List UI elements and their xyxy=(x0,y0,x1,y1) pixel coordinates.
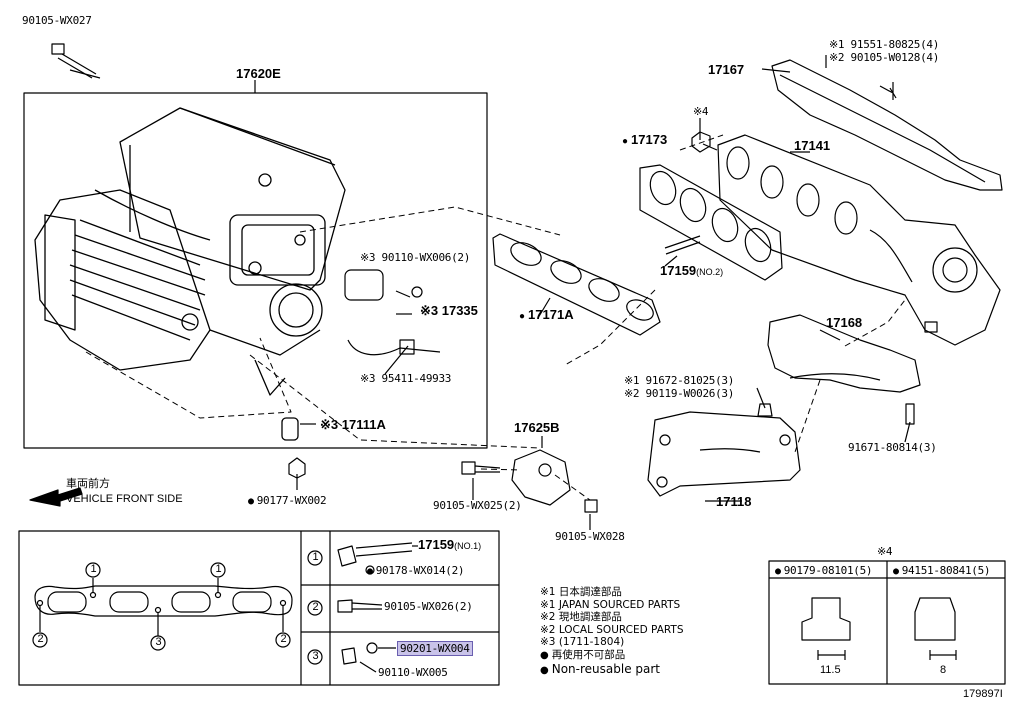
part-label[interactable]: 17620E xyxy=(236,66,281,81)
part-label[interactable]: 90105-WX027 xyxy=(22,14,92,27)
circle-number: 2 xyxy=(280,633,287,645)
vehicle-front-en: VEHICLE FRONT SIDE xyxy=(66,493,183,505)
note-line: ※2 LOCAL SOURCED PARTS xyxy=(540,623,684,636)
note-marker: ※4 xyxy=(693,105,709,118)
circle-number: 3 xyxy=(155,636,162,648)
note-marker: ※4 xyxy=(877,545,893,558)
part-label[interactable]: 90110-WX005 xyxy=(378,666,448,679)
note-line: 再使用不可部品 xyxy=(540,649,684,663)
part-label[interactable]: 17118 xyxy=(716,494,752,509)
part-label[interactable]: 17159(NO.1) xyxy=(418,537,482,552)
part-label[interactable]: 90105-WX028 xyxy=(555,530,625,543)
part-label[interactable]: 17168 xyxy=(826,315,863,330)
note-line: ※1 JAPAN SOURCED PARTS xyxy=(540,598,681,611)
figure-number: 179897I xyxy=(963,688,1003,700)
note-line: ※3 (1711-1804) xyxy=(540,636,625,649)
circle-number: 1 xyxy=(90,563,97,575)
note-line: Non-reusable part xyxy=(540,662,684,678)
part-label[interactable]: 17171A xyxy=(519,308,574,323)
part-label[interactable]: 17173 xyxy=(622,133,667,148)
part-label[interactable]: 90177-WX002 xyxy=(248,494,327,508)
part-label[interactable]: ※2 90105-W0128(4) xyxy=(829,51,940,64)
notes-list: ※1 日本調達部品 ※1 JAPAN SOURCED PARTS ※2 現地調達… xyxy=(540,586,684,677)
circle-number: 3 xyxy=(312,650,319,662)
note-line: ※1 日本調達部品 xyxy=(540,586,622,598)
part-label[interactable]: ※2 90119-W0026(3) xyxy=(624,387,735,400)
part-label[interactable]: ※1 91551-80825(4) xyxy=(829,38,940,51)
dimension-label: 8 xyxy=(940,664,947,676)
part-label[interactable]: 17625B xyxy=(514,420,560,435)
part-label[interactable]: ※3 90110-WX006(2) xyxy=(360,251,471,264)
highlighted-part-label[interactable]: 90201-WX004 xyxy=(397,641,473,656)
part-label[interactable]: ※1 91672-81025(3) xyxy=(624,374,735,387)
part-label[interactable]: 94151-80841(5) xyxy=(893,564,991,578)
part-label[interactable]: 90178-WX014(2) xyxy=(367,564,465,578)
part-label[interactable]: ※3 95411-49933 xyxy=(360,372,452,385)
circle-number: 1 xyxy=(215,563,222,575)
part-label[interactable]: 91671-80814(3) xyxy=(848,441,937,454)
vehicle-front-jp: 車両前方 xyxy=(66,478,110,490)
dimension-label: 11.5 xyxy=(820,664,841,676)
part-label[interactable]: 17167 xyxy=(708,62,745,77)
part-label[interactable]: ※3 17335 xyxy=(420,303,478,318)
part-label[interactable]: 90105-WX025(2) xyxy=(433,499,522,512)
circle-number: 2 xyxy=(37,633,44,645)
part-label[interactable]: 17159(NO.2) xyxy=(660,263,724,278)
note-line: ※2 現地調達部品 xyxy=(540,611,622,624)
part-label[interactable]: 90179-08101(5) xyxy=(775,564,873,578)
part-label[interactable]: 90105-WX026(2) xyxy=(384,600,473,613)
supercharger-frame xyxy=(23,92,488,449)
part-label[interactable]: 17141 xyxy=(794,138,831,153)
circle-number: 2 xyxy=(312,601,319,613)
part-label[interactable]: ※3 17111A xyxy=(320,417,386,432)
circle-number: 1 xyxy=(312,551,319,563)
